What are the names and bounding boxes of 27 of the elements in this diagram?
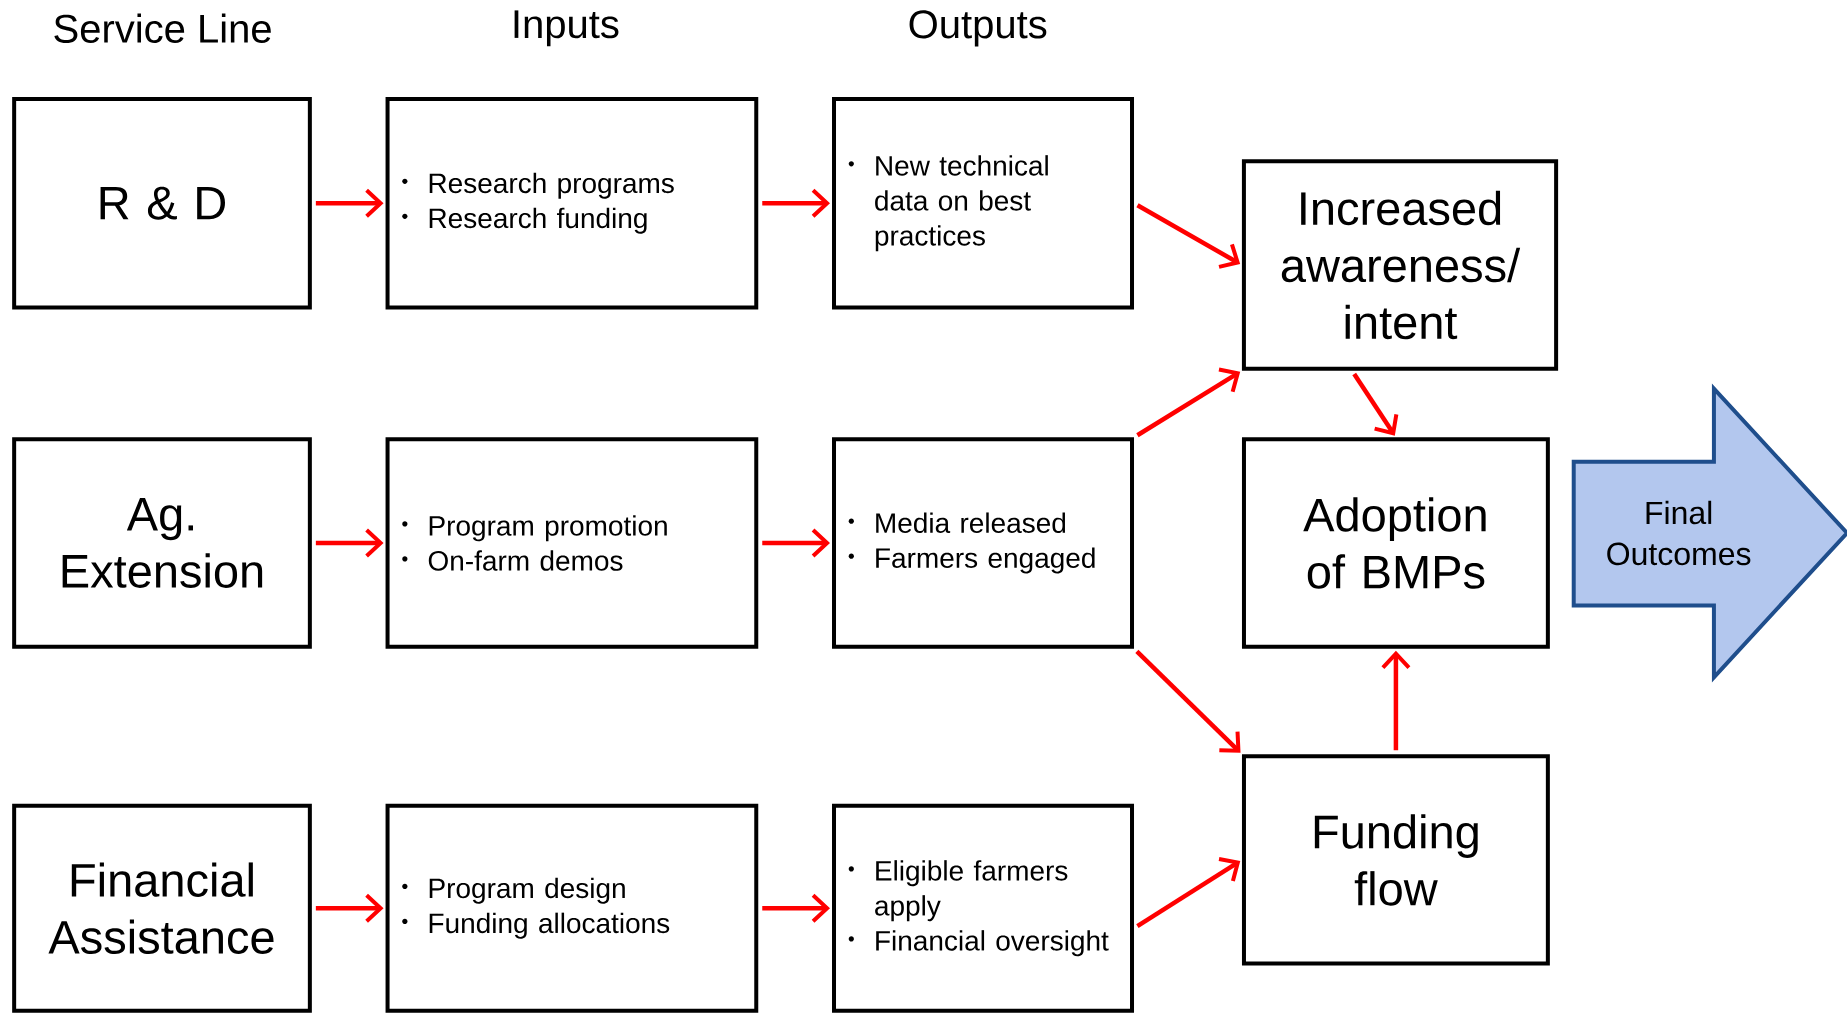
arrow [1136,857,1241,928]
process-box: R & D [12,96,312,310]
process-box: Adoption of BMPs [1241,437,1550,649]
process-box: Program promotion On-farm demos [385,437,759,649]
arrow [1381,650,1411,751]
arrow [762,893,830,923]
arrow [1136,203,1241,269]
arrow [1136,367,1241,438]
process-box: New technical data on best practices [832,96,1134,310]
process-box: Eligible farmers apply Financial oversight [832,803,1134,1013]
column-header: Inputs [514,10,619,47]
process-box: Funding flow [1241,754,1550,966]
arrow [315,893,384,923]
arrow [1135,649,1241,753]
process-box: Research programs Research funding [385,96,759,310]
arrow [762,528,830,558]
column-header: Outputs [909,10,1047,47]
process-box: Increased awareness/ intent [1241,159,1559,371]
process-box: Media released Farmers engaged [832,437,1134,649]
arrow [315,188,384,218]
column-header: Service Line [54,13,271,43]
process-box: Financial Assistance [12,803,312,1013]
process-box: Ag. Extension [12,437,312,649]
process-box: Program design Funding allocations [385,803,759,1013]
arrow [315,528,384,558]
arrow [762,188,830,218]
arrow [1352,372,1399,436]
